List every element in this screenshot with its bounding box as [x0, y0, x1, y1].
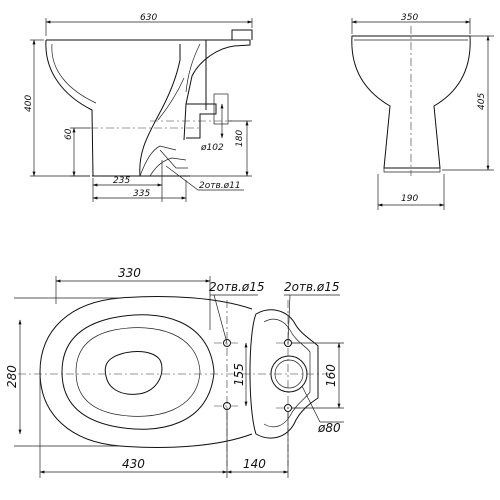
dim-350-label: 350	[401, 13, 418, 23]
top-rim	[61, 314, 215, 430]
front-view: 350 405 190	[351, 13, 494, 210]
side-view: 630 400 60 180 ø102 235 335 2отв.ø11	[24, 13, 253, 202]
top-seat-inner	[75, 327, 201, 417]
dim-335-label: 335	[133, 189, 150, 199]
holes-15-left-leader	[210, 294, 258, 344]
holes-15-right-label: 2отв.ø15	[284, 280, 339, 294]
dim-630-label: 630	[140, 13, 157, 23]
top-view: 330 2отв.ø15 2отв.ø15 280 155 160 ø80 43…	[5, 266, 344, 478]
top-water-opening	[104, 351, 163, 395]
holes-11-label: 2отв.ø11	[199, 181, 241, 191]
front-base	[383, 168, 441, 173]
side-tank-seat	[200, 29, 253, 110]
dim-330-label: 330	[118, 266, 141, 280]
side-foot-bolt	[159, 149, 188, 169]
holes-11-leader	[165, 165, 244, 191]
top-bowl-outline	[39, 295, 253, 448]
dim-235-label: 235	[113, 176, 130, 186]
outlet-80-leader	[301, 385, 344, 423]
dim-60-label: 60	[64, 128, 74, 140]
outlet-80-label: ø80	[317, 421, 341, 435]
dim-400-label: 400	[24, 95, 34, 112]
side-bowl-inner	[51, 43, 201, 104]
side-trap-channel	[139, 77, 187, 177]
dim-140-label: 140	[243, 457, 266, 471]
holes-15-right-leader	[284, 294, 340, 344]
dim-155-label: 155	[232, 363, 246, 386]
dim-102-label: ø102	[200, 143, 224, 153]
top-tank-inner	[263, 318, 311, 428]
top-tank-shelf	[249, 309, 319, 439]
bolt-hole-right-bottom	[284, 404, 292, 412]
dim-160-label: 160	[324, 364, 338, 387]
dim-280-label: 280	[5, 365, 19, 388]
holes-15-left-label: 2отв.ø15	[209, 280, 264, 294]
dim-405-label: 405	[477, 93, 487, 110]
dim-430-label: 430	[122, 457, 145, 471]
side-outlet	[186, 103, 217, 139]
dim-190-label: 190	[401, 194, 418, 204]
side-bowl-outline	[45, 39, 251, 177]
dim-180-label: 180	[235, 130, 245, 147]
